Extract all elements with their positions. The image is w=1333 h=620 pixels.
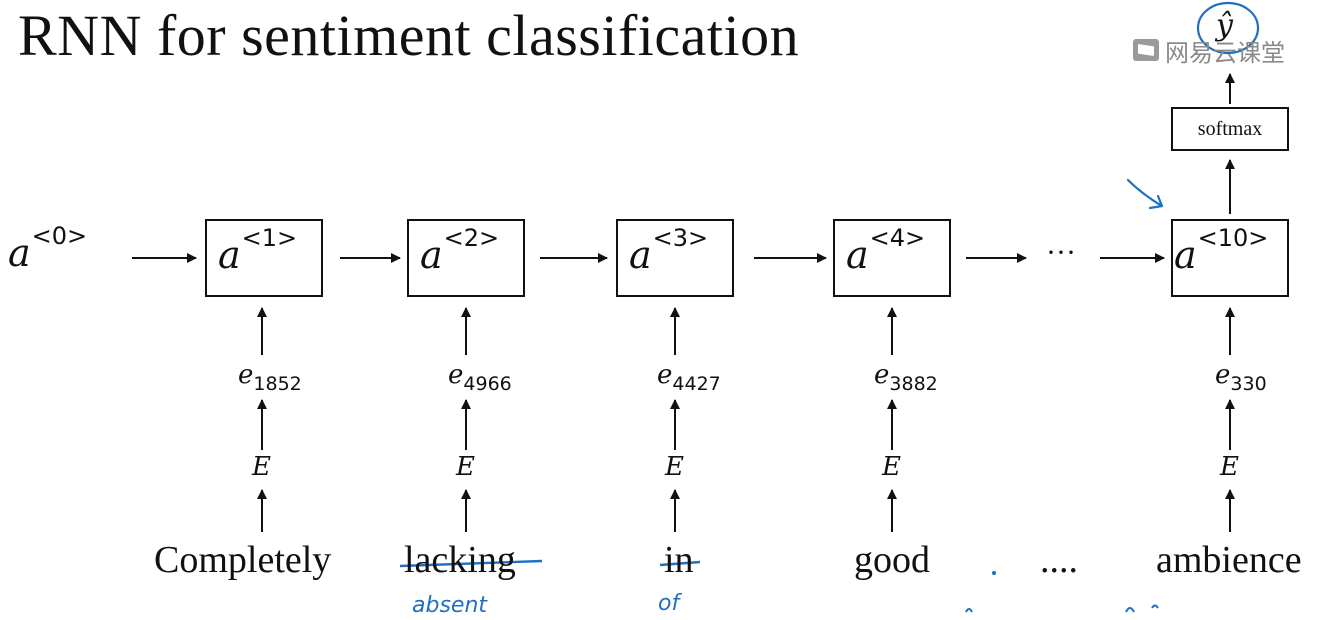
pen-dot xyxy=(992,571,996,575)
note-of: of xyxy=(658,591,682,616)
embedding-matrix-1: E xyxy=(252,452,271,482)
rnn-cell-1 xyxy=(205,219,323,297)
word-ellipsis: .... xyxy=(1040,539,1078,581)
softmax-box xyxy=(1171,107,1289,151)
strike-lacking xyxy=(399,559,543,568)
word-in: in xyxy=(664,539,694,581)
embedding-matrix-3: E xyxy=(665,452,684,482)
page-title: RNN for sentiment classification xyxy=(18,3,800,68)
cell-label-2: a<2> xyxy=(420,224,500,277)
cell-label-3: a<3> xyxy=(629,224,709,277)
word-lacking: lacking xyxy=(404,539,516,581)
word-ambience: ambience xyxy=(1156,539,1302,581)
rnn-cell-10 xyxy=(1171,219,1289,297)
watermark-text: 网易云课堂 xyxy=(1165,38,1285,67)
cell-label-1: a<1> xyxy=(218,224,298,277)
embedding-matrix-2: E xyxy=(456,452,475,482)
output-yhat: ŷ xyxy=(1216,8,1233,43)
strike-in xyxy=(659,560,701,567)
cell-label-10: a<10> xyxy=(1174,224,1269,277)
pen-marks-bottom xyxy=(965,604,1159,613)
word-completely: Completely xyxy=(154,539,332,581)
embedding-matrix-10: E xyxy=(1220,452,1239,482)
rnn-cell-4 xyxy=(833,219,951,297)
watermark-logo-icon xyxy=(1133,39,1159,61)
middle-ellipsis: ··· xyxy=(1046,236,1076,269)
rnn-cell-3 xyxy=(616,219,734,297)
note-absent: absent xyxy=(412,593,488,618)
rnn-cell-2 xyxy=(407,219,525,297)
word-good: good xyxy=(854,539,930,581)
watermark: 网易云课堂 xyxy=(1133,34,1285,67)
initial-activation-label: a <0> xyxy=(8,222,88,275)
cell-label-4: a<4> xyxy=(846,224,926,277)
embedding-matrix-4: E xyxy=(882,452,901,482)
softmax-label: softmax xyxy=(1197,117,1263,140)
pen-arrow-annotation xyxy=(1126,178,1164,210)
yhat-circle-annotation xyxy=(1196,1,1260,55)
